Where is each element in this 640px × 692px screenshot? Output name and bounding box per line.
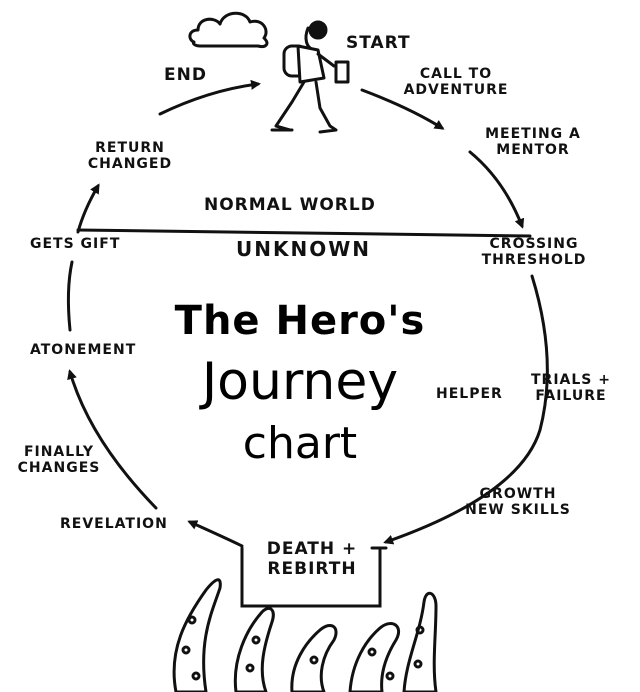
stage-death-rebirth: DEATH + REBIRTH — [252, 540, 372, 579]
stage-meeting-mentor: MEETING A MENTOR — [478, 126, 588, 158]
hiker-icon — [272, 22, 348, 132]
stage-atonement: ATONEMENT — [30, 342, 136, 358]
title-line-2: Journey — [180, 352, 420, 412]
stage-return-changed: RETURN CHANGED — [80, 140, 180, 172]
stage-revelation: REVELATION — [60, 516, 168, 532]
stage-call-to-adventure: CALL TO ADVENTURE — [390, 66, 522, 98]
title-line-3: chart — [200, 418, 400, 469]
normal-world-label: NORMAL WORLD — [204, 196, 376, 216]
stage-start: START — [346, 34, 411, 54]
stage-trials-failure: TRIALS + FAILURE — [526, 372, 616, 404]
stage-crossing-threshold: CROSSING THRESHOLD — [478, 236, 590, 268]
stage-gets-gift: GETS GIFT — [30, 236, 120, 252]
cloud-icon — [190, 13, 267, 46]
unknown-label: UNKNOWN — [236, 238, 371, 261]
title-line-1: The Hero's — [160, 298, 440, 344]
stage-finally-changes: FINALLY CHANGES — [14, 444, 104, 476]
world-divider — [78, 230, 530, 236]
tentacles-icon — [174, 580, 436, 692]
stage-helper: HELPER — [436, 386, 503, 402]
stage-end: END — [164, 66, 207, 86]
stage-growth-new-skills: GROWTH NEW SKILLS — [458, 486, 578, 518]
